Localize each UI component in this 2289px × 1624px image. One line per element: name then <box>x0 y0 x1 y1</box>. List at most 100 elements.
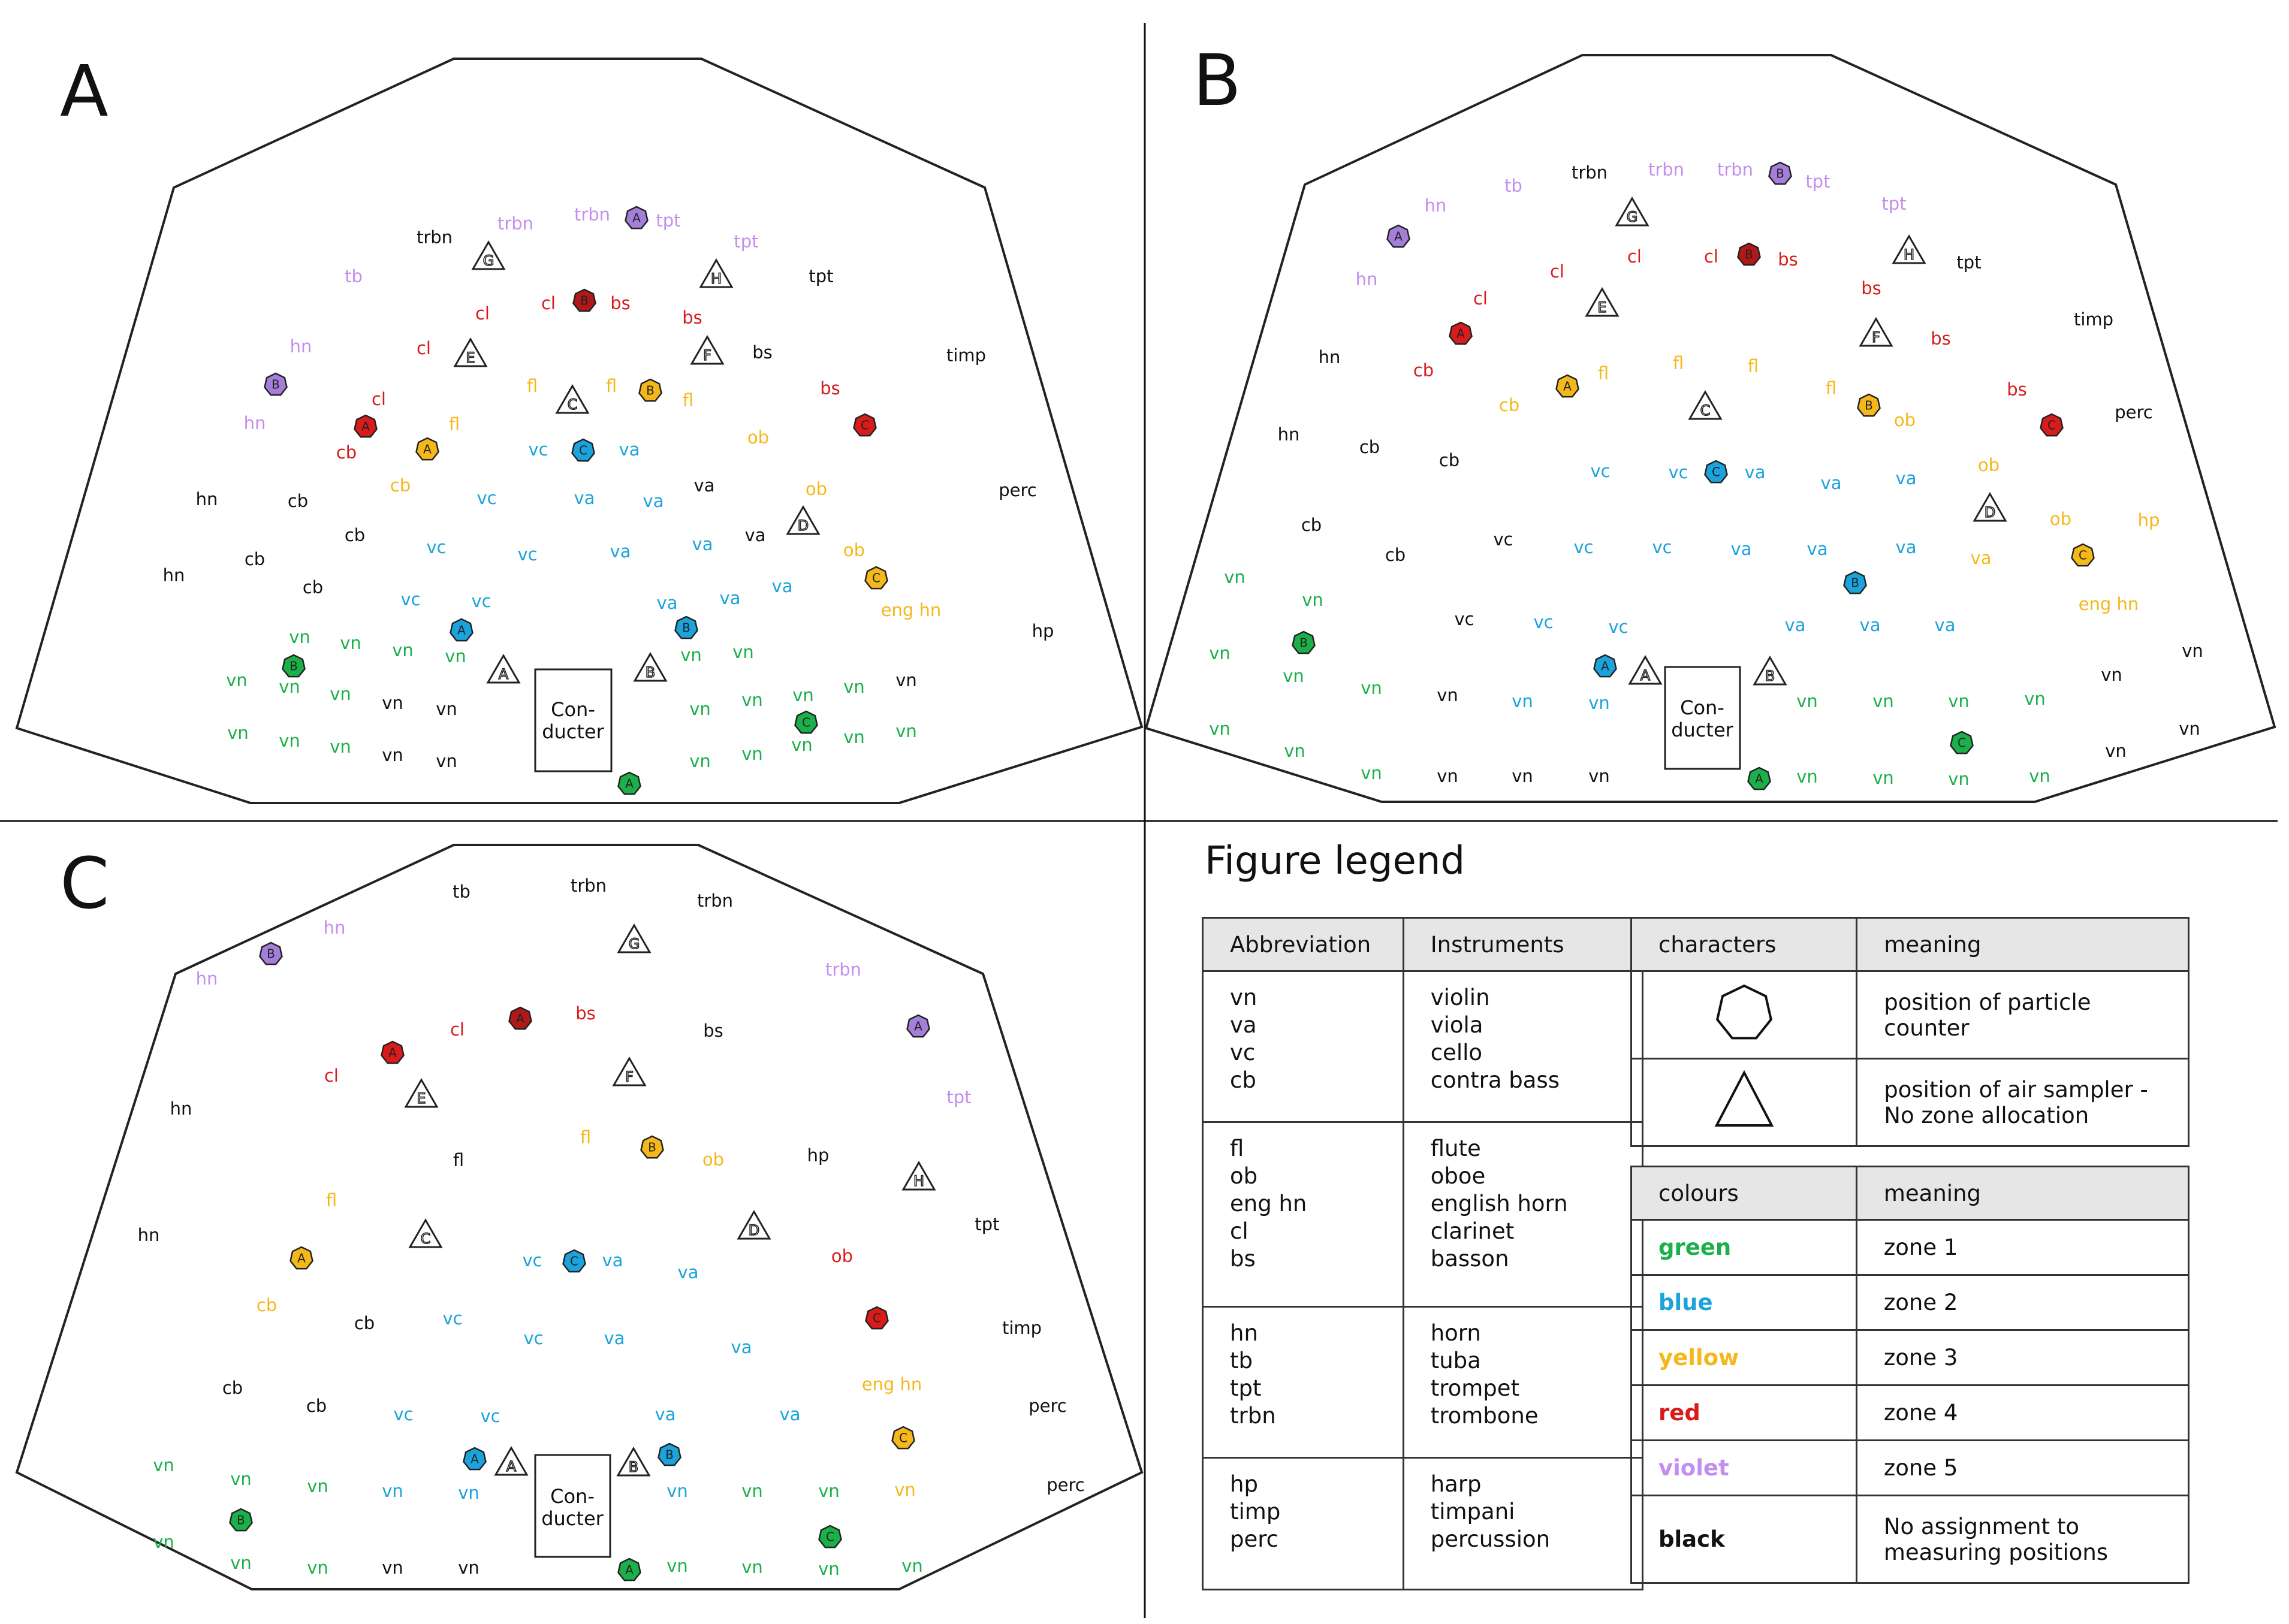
counter-letter: C <box>872 571 880 585</box>
particle-counter-icon: B <box>1292 630 1316 654</box>
particle-counter-icon: A <box>450 618 474 642</box>
instrument-label: vn <box>1284 741 1305 761</box>
heptagon-icon <box>572 288 596 312</box>
abbreviation: vn <box>1230 985 1257 1010</box>
instrument-label: tpt <box>1881 194 1906 214</box>
heptagon-icon <box>562 1249 586 1273</box>
instrument-label: vn <box>1512 691 1533 711</box>
instrument-label: va <box>1860 615 1881 635</box>
particle-counter-icon: B <box>658 1442 681 1466</box>
instrument-label: va <box>643 491 664 511</box>
counter-letter: B <box>237 1513 245 1528</box>
particle-counter-icon: C <box>2040 413 2064 437</box>
conductor-label: ducter <box>1671 719 1733 741</box>
instrument-label: vn <box>153 1455 174 1475</box>
instrument-label: fl <box>1598 363 1609 384</box>
counter-letter: B <box>289 659 298 674</box>
heptagon-icon <box>640 1135 664 1159</box>
instrument-label: va <box>655 1404 676 1424</box>
particle-counter-icon: B <box>264 372 288 396</box>
sampler-letter: C <box>421 1230 431 1247</box>
instrument-label: cb <box>1413 360 1434 381</box>
instrument-label: tb <box>1504 176 1522 196</box>
instrument-label: vn <box>382 1557 403 1578</box>
sampler-letter: D <box>1985 504 1995 521</box>
instrument-label: cb <box>345 525 365 545</box>
triangle-icon <box>612 1056 647 1086</box>
particle-counter-icon: B <box>1768 161 1792 185</box>
instrument-label: vn <box>307 1476 328 1496</box>
abbreviation: cb <box>1230 1067 1256 1093</box>
instrument-label: trbn <box>825 959 861 980</box>
triangle-icon <box>617 923 652 953</box>
character-row: position of air sampler -No zone allocat… <box>1630 1058 2190 1147</box>
instrument-label: trbn <box>697 891 733 911</box>
heptagon-icon <box>1747 766 1771 790</box>
sampler-letter: A <box>506 1458 517 1475</box>
instrument-label: vn <box>1872 768 1894 788</box>
instrument-label: vn <box>1209 719 1231 739</box>
instrument-label: vn <box>1796 766 1818 787</box>
colour-meaning-cell: zone 1 <box>1855 1219 2190 1276</box>
heptagon-icon <box>571 438 595 462</box>
instrument-label: vn <box>1588 693 1610 713</box>
meaning-line: zone 3 <box>1883 1345 1958 1371</box>
instrument-label: hn <box>196 489 218 509</box>
air-sampler-icon: E <box>1585 287 1620 317</box>
particle-counter-icon: C <box>562 1249 586 1273</box>
sampler-letter: B <box>629 1459 638 1475</box>
instrument-label: vn <box>340 633 361 653</box>
sampler-letter: G <box>483 252 494 269</box>
instrument-label: vn <box>680 645 702 665</box>
instrument-label: vn <box>1437 685 1458 705</box>
particle-counter-icon: C <box>2071 543 2095 567</box>
abbreviation: trbn <box>1230 1403 1276 1429</box>
colour-meaning-cell: zone 4 <box>1855 1384 2190 1441</box>
counter-letter: A <box>423 442 432 457</box>
counter-letter: B <box>1745 247 1753 262</box>
counter-letter: B <box>1299 636 1308 650</box>
colour-meaning-cell: zone 2 <box>1855 1274 2190 1331</box>
instrument-name: timpani <box>1430 1499 1515 1525</box>
instrument-label: tpt <box>1956 252 1981 273</box>
heptagon-icon <box>818 1525 842 1548</box>
instrument-label: vn <box>895 721 917 741</box>
counter-letter: B <box>267 947 275 961</box>
instrument-label: ob <box>1978 455 2000 475</box>
particle-counter-icon: A <box>1386 224 1410 248</box>
particle-counter-icon: A <box>381 1040 405 1064</box>
instrument-label: vn <box>458 1483 479 1503</box>
instrument-label: vn <box>330 684 351 704</box>
instrument-label: perc <box>1029 1396 1066 1416</box>
instrument-label: hn <box>324 917 346 938</box>
air-sampler-icon: C <box>408 1218 443 1248</box>
instrument-label: vc <box>1454 609 1474 629</box>
instrument-label: tpt <box>975 1214 999 1234</box>
meaning-line: zone 2 <box>1883 1290 1958 1315</box>
particle-counter-icon: C <box>1704 460 1728 484</box>
counter-letter: A <box>1563 379 1572 394</box>
particle-counter-icon: A <box>415 437 439 461</box>
particle-counter-icon: C <box>864 566 888 590</box>
counter-letter: A <box>471 1452 479 1466</box>
instrument-label: bs <box>1778 249 1798 270</box>
instrument-label: vn <box>741 744 763 764</box>
instrument-label: vn <box>732 642 754 662</box>
heptagon-icon <box>891 1426 915 1450</box>
instrument-label: va <box>1745 462 1766 482</box>
instrument-label: vn <box>279 677 300 697</box>
heptagon-icon <box>1386 224 1410 248</box>
instrument-label: vn <box>436 751 457 771</box>
instrument-label: vn <box>392 640 414 660</box>
instrument-label: eng hn <box>2079 594 2139 614</box>
sampler-letter: E <box>466 349 475 366</box>
sampler-letter: D <box>749 1222 759 1239</box>
heptagon-icon <box>1715 984 1772 1040</box>
particle-counter-icon: A <box>617 771 641 795</box>
particle-counter-icon: C <box>571 438 595 462</box>
instrument-label: va <box>772 576 793 596</box>
